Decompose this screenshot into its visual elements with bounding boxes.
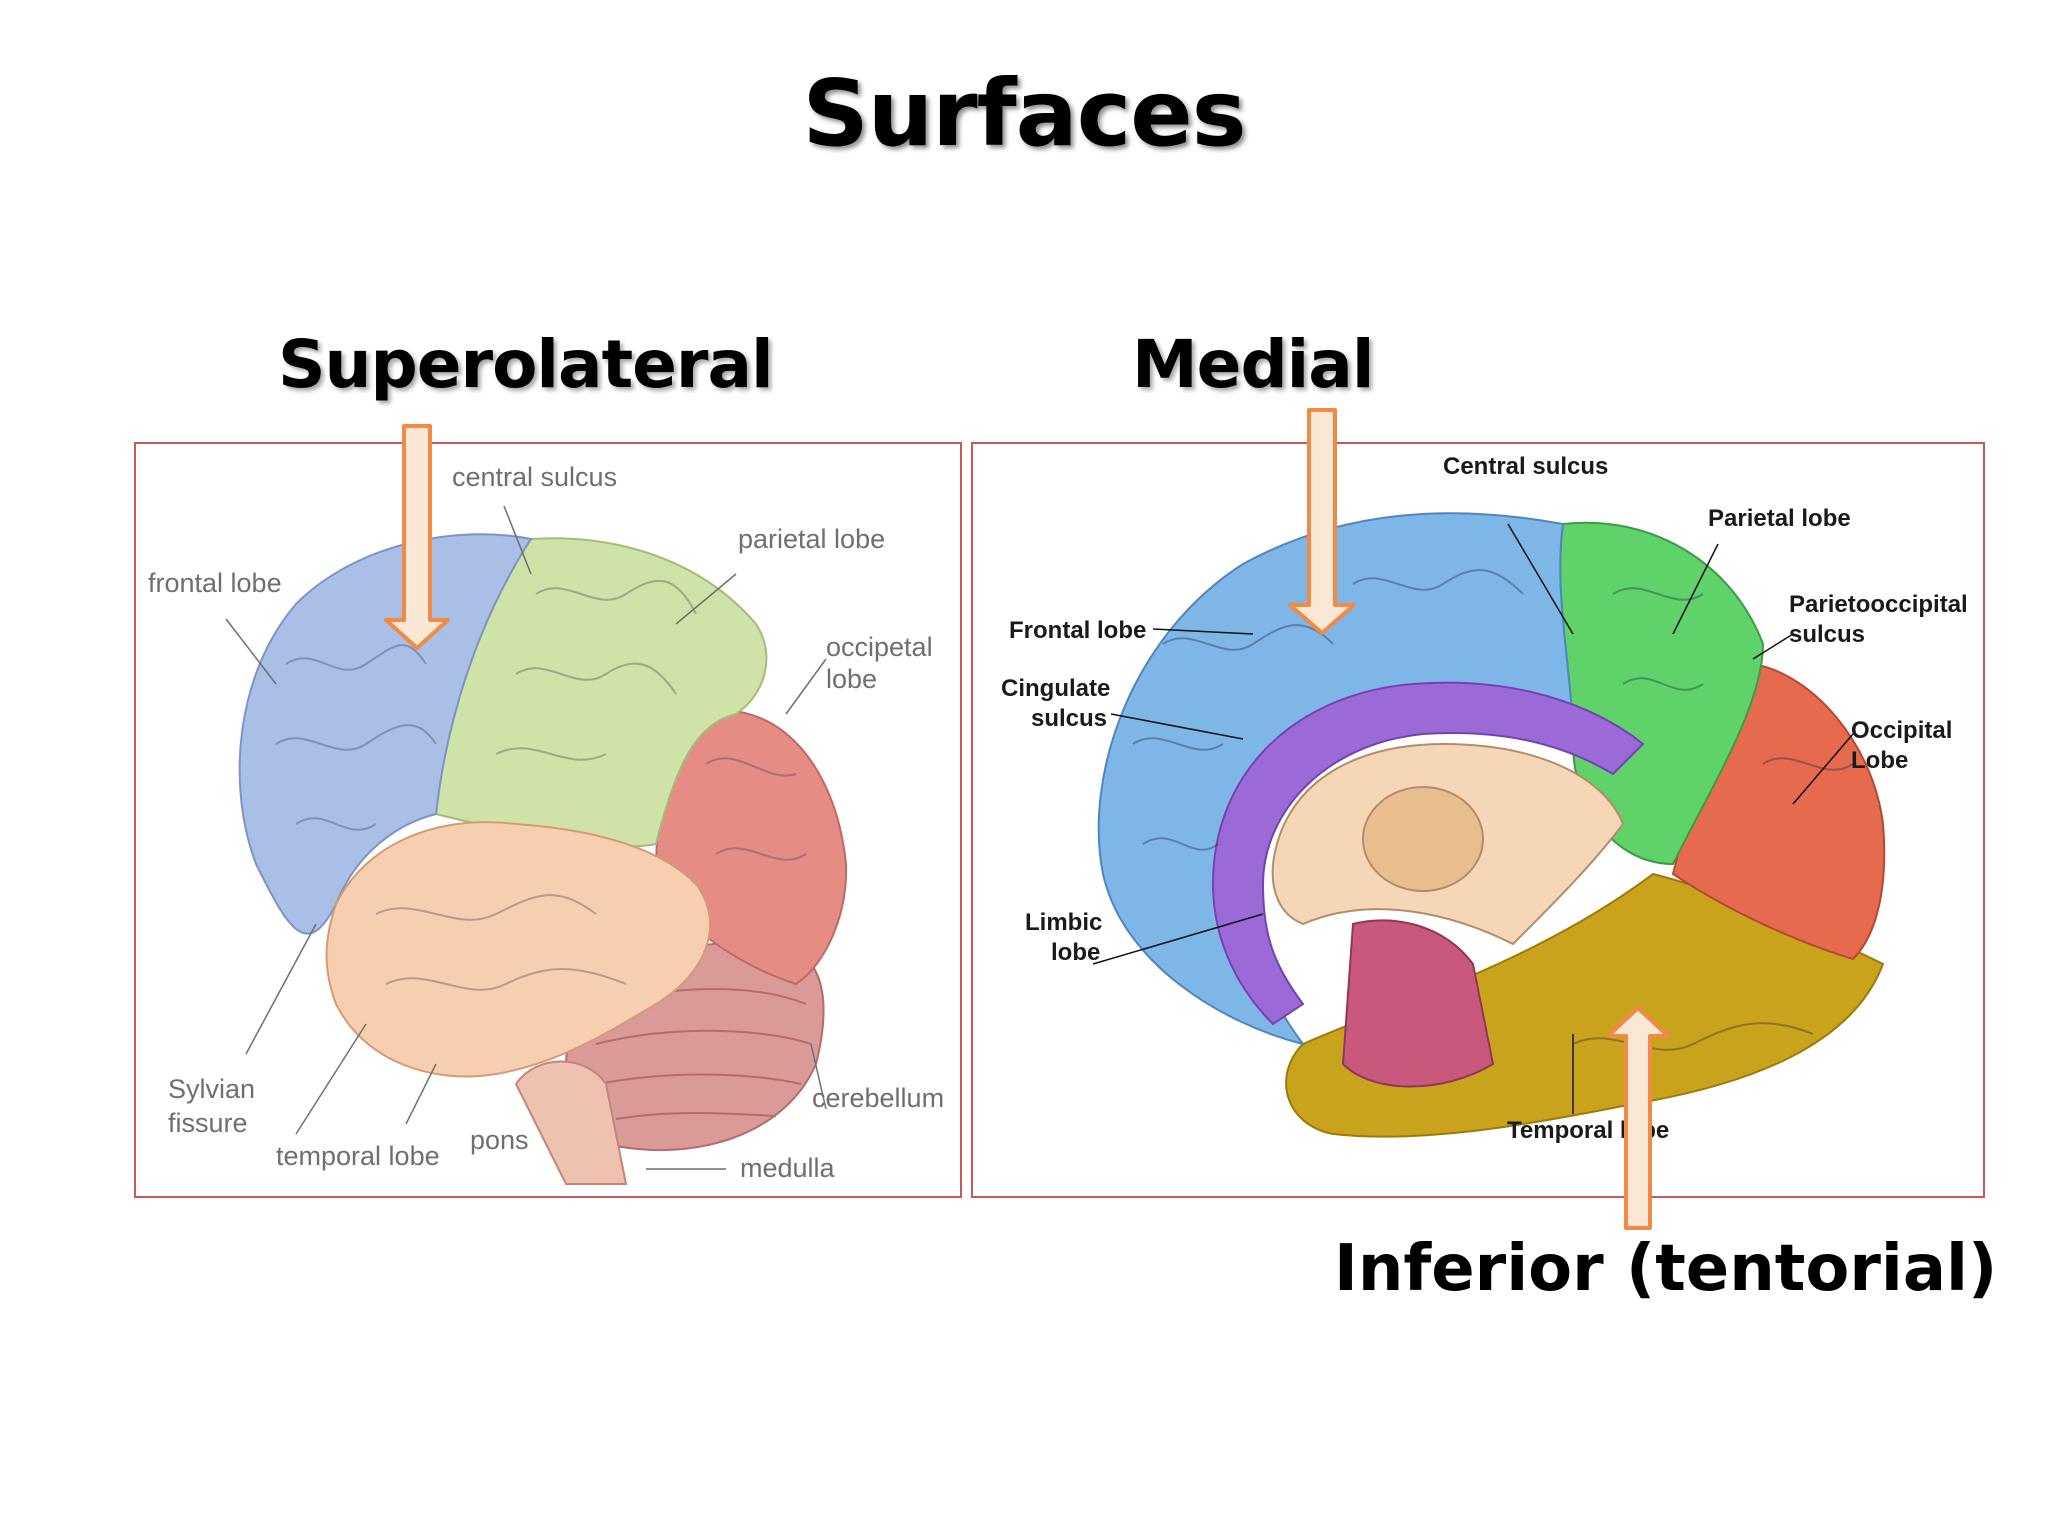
label-sylvian-2: fissure (168, 1108, 248, 1138)
brainstem (1341, 919, 1495, 1088)
medial-brain-panel: Central sulcus Parietal lobe Parietoocci… (971, 442, 1985, 1198)
label-temporal-lobe: temporal lobe (276, 1141, 440, 1171)
label-limbic-1: Limbic (1025, 909, 1102, 936)
heading-superolateral: Superolateral (278, 326, 774, 403)
label-central-sulcus: central sulcus (452, 462, 617, 492)
heading-medial: Medial (1132, 326, 1374, 403)
label-medulla: medulla (740, 1153, 836, 1183)
label-sylvian-1: Sylvian (168, 1074, 255, 1104)
lateral-brain-diagram: central sulcus parietal lobe frontal lob… (148, 462, 944, 1185)
temporal-region (325, 821, 712, 1078)
label-occipital-lobe-2: lobe (826, 664, 877, 694)
medial-brain-diagram: Central sulcus Parietal lobe Parietoocci… (1001, 453, 1968, 1144)
thalamus (1362, 786, 1484, 892)
label-occipital-2: Lobe (1851, 747, 1908, 774)
lateral-brain-panel: central sulcus parietal lobe frontal lob… (134, 442, 962, 1198)
label-parietooccipital-1: Parietooccipital (1789, 591, 1968, 618)
label-cingulate-1: Cingulate (1001, 675, 1110, 702)
label-occipital-1: Occipital (1851, 717, 1952, 744)
heading-inferior: Inferior (tentorial) (1334, 1232, 1998, 1306)
label-limbic-2: lobe (1051, 939, 1100, 966)
limbic-region (1211, 681, 1645, 1026)
label-parietal-lobe: parietal lobe (738, 524, 885, 554)
label-occipital-lobe-1: occipetal (826, 632, 933, 662)
slide-title: Surfaces (802, 60, 1247, 167)
label-pons: pons (470, 1125, 529, 1155)
label-parietooccipital-2: sulcus (1789, 621, 1865, 648)
label-cerebellum: cerebellum (812, 1083, 944, 1113)
label-medial-frontal-lobe: Frontal lobe (1009, 617, 1146, 644)
pons-region (514, 1060, 628, 1185)
label-cingulate-2: sulcus (1031, 705, 1107, 732)
label-medial-central-sulcus: Central sulcus (1443, 453, 1608, 480)
label-medial-temporal-lobe: Temporal lobe (1507, 1117, 1669, 1144)
frontal-region (238, 533, 533, 935)
label-medial-parietal-lobe: Parietal lobe (1708, 505, 1851, 532)
label-frontal-lobe: frontal lobe (148, 568, 282, 598)
